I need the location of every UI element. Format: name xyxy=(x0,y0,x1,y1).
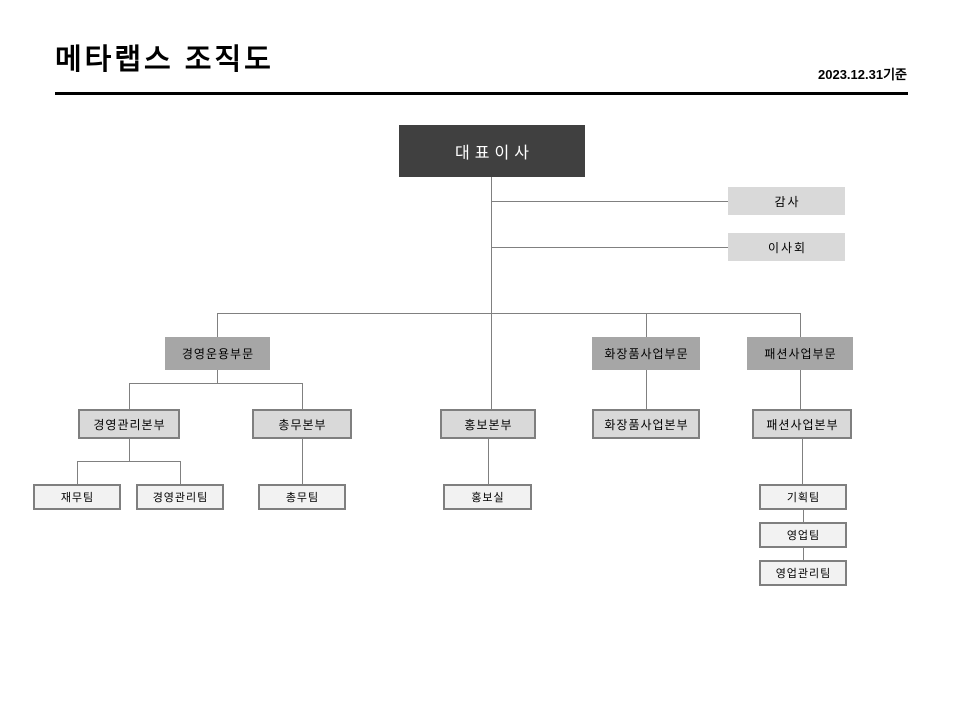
org-node-team-sales-management: 영업관리팀 xyxy=(759,560,847,586)
connector-line xyxy=(800,370,801,409)
connector-line xyxy=(491,201,728,202)
org-node-division-management: 경영운용부문 xyxy=(165,337,270,370)
org-node-hq-cosmetics: 화장품사업본부 xyxy=(592,409,700,439)
org-node-team-general-affairs: 총무팀 xyxy=(258,484,346,510)
connector-line xyxy=(217,313,218,337)
connector-line xyxy=(646,370,647,409)
connector-line xyxy=(180,461,181,484)
connector-line xyxy=(77,461,181,462)
as-of-date: 2023.12.31기준 xyxy=(818,67,907,82)
org-node-ceo: 대표이사 xyxy=(399,125,585,177)
connector-line xyxy=(491,177,492,409)
org-node-auditor: 감사 xyxy=(728,187,845,215)
page-title: 메타랩스 조직도 xyxy=(55,44,274,76)
title-divider xyxy=(55,92,908,95)
connector-line xyxy=(217,370,218,383)
connector-line xyxy=(646,313,647,337)
org-node-board: 이사회 xyxy=(728,233,845,261)
org-node-team-management: 경영관리팀 xyxy=(136,484,224,510)
org-node-office-pr: 홍보실 xyxy=(443,484,532,510)
connector-line xyxy=(77,461,78,484)
org-node-division-fashion: 패션사업부문 xyxy=(747,337,853,370)
org-node-hq-general-affairs: 총무본부 xyxy=(252,409,352,439)
connector-line xyxy=(217,313,800,314)
org-node-team-finance: 재무팀 xyxy=(33,484,121,510)
org-node-team-planning: 기획팀 xyxy=(759,484,847,510)
org-node-hq-fashion: 패션사업본부 xyxy=(752,409,852,439)
connector-line xyxy=(803,548,804,560)
connector-line xyxy=(129,439,130,461)
connector-line xyxy=(803,510,804,522)
connector-line xyxy=(488,439,489,484)
org-node-division-cosmetics: 화장품사업부문 xyxy=(592,337,700,370)
connector-line xyxy=(302,383,303,409)
connector-line xyxy=(302,439,303,484)
connector-line xyxy=(129,383,130,409)
org-node-hq-management: 경영관리본부 xyxy=(78,409,180,439)
org-node-team-sales: 영업팀 xyxy=(759,522,847,548)
connector-line xyxy=(491,247,728,248)
connector-line xyxy=(800,313,801,337)
connector-line xyxy=(802,439,803,484)
connector-line xyxy=(129,383,303,384)
org-node-hq-pr: 홍보본부 xyxy=(440,409,536,439)
